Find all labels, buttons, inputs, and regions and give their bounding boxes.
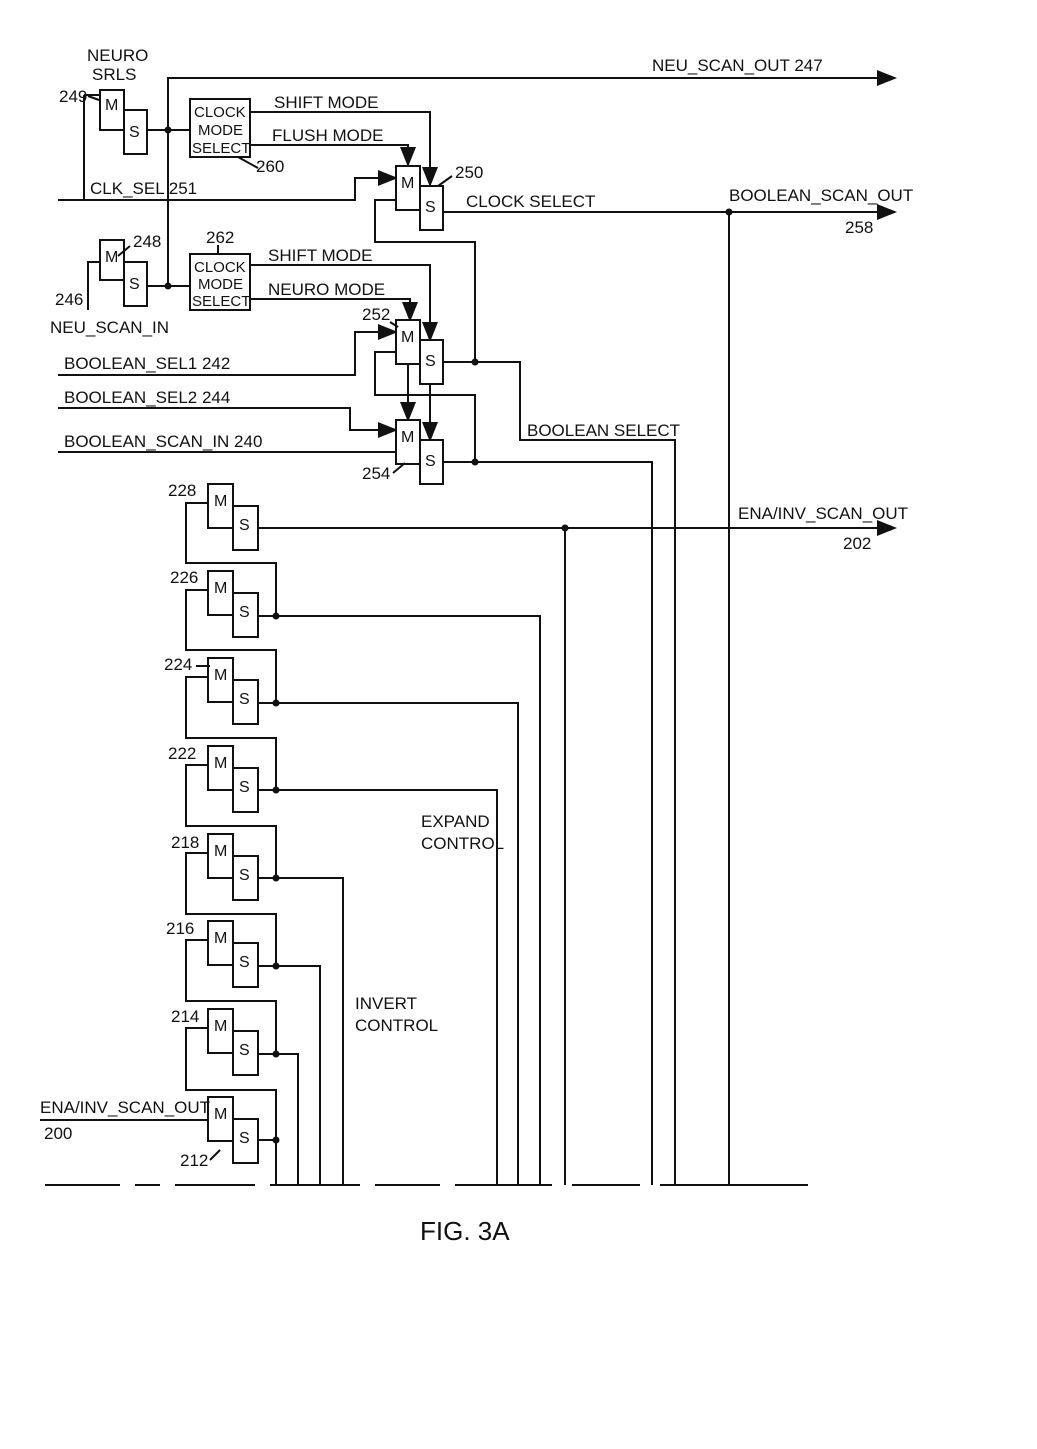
ref-250: 250 [455, 163, 483, 182]
boolean-scan-in-label: BOOLEAN_SCAN_IN 240 [64, 432, 262, 451]
invert-label-line1: INVERT [355, 994, 417, 1013]
svg-text:M: M [401, 175, 414, 192]
labels: NEURO SRLS 249 NEU_SCAN_OUT 247 SHIFT MO… [40, 46, 913, 1246]
shift-mode-label-mid: SHIFT MODE [268, 246, 373, 265]
neuro-label: NEURO [87, 46, 148, 65]
svg-text:M: M [401, 329, 414, 346]
svg-text:SELECT: SELECT [192, 293, 250, 310]
svg-text:S: S [425, 453, 436, 470]
figure-caption: FIG. 3A [420, 1216, 510, 1246]
expand-label-line2: CONTROL [421, 834, 504, 853]
ref-218: 218 [171, 833, 199, 852]
boolean-sel1-label: BOOLEAN_SEL1 242 [64, 354, 230, 373]
latch-222: M S [208, 746, 258, 812]
clk-sel-label: CLK_SEL 251 [90, 179, 197, 198]
boolean-sel2-label: BOOLEAN_SEL2 244 [64, 388, 230, 407]
boolean-select-label: BOOLEAN SELECT [527, 421, 680, 440]
expand-label-line1: EXPAND [421, 812, 490, 831]
wires [40, 78, 895, 1185]
svg-text:CLOCK: CLOCK [194, 104, 246, 121]
ref-260: 260 [256, 157, 284, 176]
latch-250: M S [396, 166, 443, 230]
svg-text:S: S [239, 954, 250, 971]
invert-label-line2: CONTROL [355, 1016, 438, 1035]
ref-248: 248 [133, 232, 161, 251]
svg-text:S: S [425, 353, 436, 370]
neuro-mode-label: NEURO MODE [268, 280, 385, 299]
ref-254: 254 [362, 464, 390, 483]
svg-text:M: M [214, 930, 227, 947]
ref-249: 249 [59, 87, 87, 106]
ref-252: 252 [362, 305, 390, 324]
latch-228: M S [208, 484, 258, 550]
ena-inv-scan-out-bottom-label: ENA/INV_SCAN_OUT [40, 1098, 210, 1117]
svg-text:M: M [105, 249, 118, 266]
srls-label: SRLS [92, 65, 136, 84]
neu-scan-in-label: NEU_SCAN_IN [50, 318, 169, 337]
svg-text:S: S [425, 199, 436, 216]
svg-text:M: M [214, 493, 227, 510]
clock-select-label: CLOCK SELECT [466, 192, 595, 211]
ena-inv-scan-out-top-label: ENA/INV_SCAN_OUT [738, 504, 908, 523]
ref-214: 214 [171, 1007, 199, 1026]
ref-202: 202 [843, 534, 871, 553]
latch-252: M S [396, 320, 443, 384]
svg-text:M: M [214, 755, 227, 772]
ref-200: 200 [44, 1124, 72, 1143]
svg-text:M: M [214, 1018, 227, 1035]
svg-text:CLOCK: CLOCK [194, 259, 246, 276]
ref-262: 262 [206, 228, 234, 247]
svg-text:SELECT: SELECT [192, 140, 250, 157]
svg-text:M: M [214, 667, 227, 684]
svg-text:M: M [214, 843, 227, 860]
ref-246: 246 [55, 290, 83, 309]
clock-mode-select-260: CLOCK MODE SELECT 260 [190, 99, 284, 176]
ref-216: 216 [166, 919, 194, 938]
latch-216: M S [208, 921, 258, 987]
ref-258: 258 [845, 218, 873, 237]
svg-text:M: M [214, 1106, 227, 1123]
svg-text:S: S [239, 867, 250, 884]
svg-text:M: M [105, 97, 118, 114]
shift-mode-label-top: SHIFT MODE [274, 93, 379, 112]
ref-212: 212 [180, 1151, 208, 1170]
ref-222: 222 [168, 744, 196, 763]
svg-text:MODE: MODE [198, 276, 243, 293]
svg-text:S: S [239, 1042, 250, 1059]
svg-text:M: M [401, 429, 414, 446]
latch-224: M S [208, 658, 258, 724]
latch-254: M S [396, 420, 443, 484]
boolean-scan-out-label: BOOLEAN_SCAN_OUT [729, 186, 913, 205]
svg-text:S: S [129, 124, 140, 141]
svg-text:M: M [214, 580, 227, 597]
flush-mode-label: FLUSH MODE [272, 126, 383, 145]
ref-228: 228 [168, 481, 196, 500]
latch-226: M S [208, 571, 258, 637]
svg-text:S: S [129, 276, 140, 293]
latch-218: M S [208, 834, 258, 900]
ref-226: 226 [170, 568, 198, 587]
svg-text:S: S [239, 604, 250, 621]
clock-mode-select-262: CLOCK MODE SELECT 262 [190, 228, 250, 310]
svg-text:S: S [239, 779, 250, 796]
ref-224: 224 [164, 655, 192, 674]
neu-scan-out-label: NEU_SCAN_OUT 247 [652, 56, 823, 75]
latch-214: M S [208, 1009, 258, 1075]
latch-249: M S [100, 90, 147, 154]
svg-text:MODE: MODE [198, 122, 243, 139]
svg-text:S: S [239, 1130, 250, 1147]
svg-text:S: S [239, 691, 250, 708]
svg-text:S: S [239, 517, 250, 534]
